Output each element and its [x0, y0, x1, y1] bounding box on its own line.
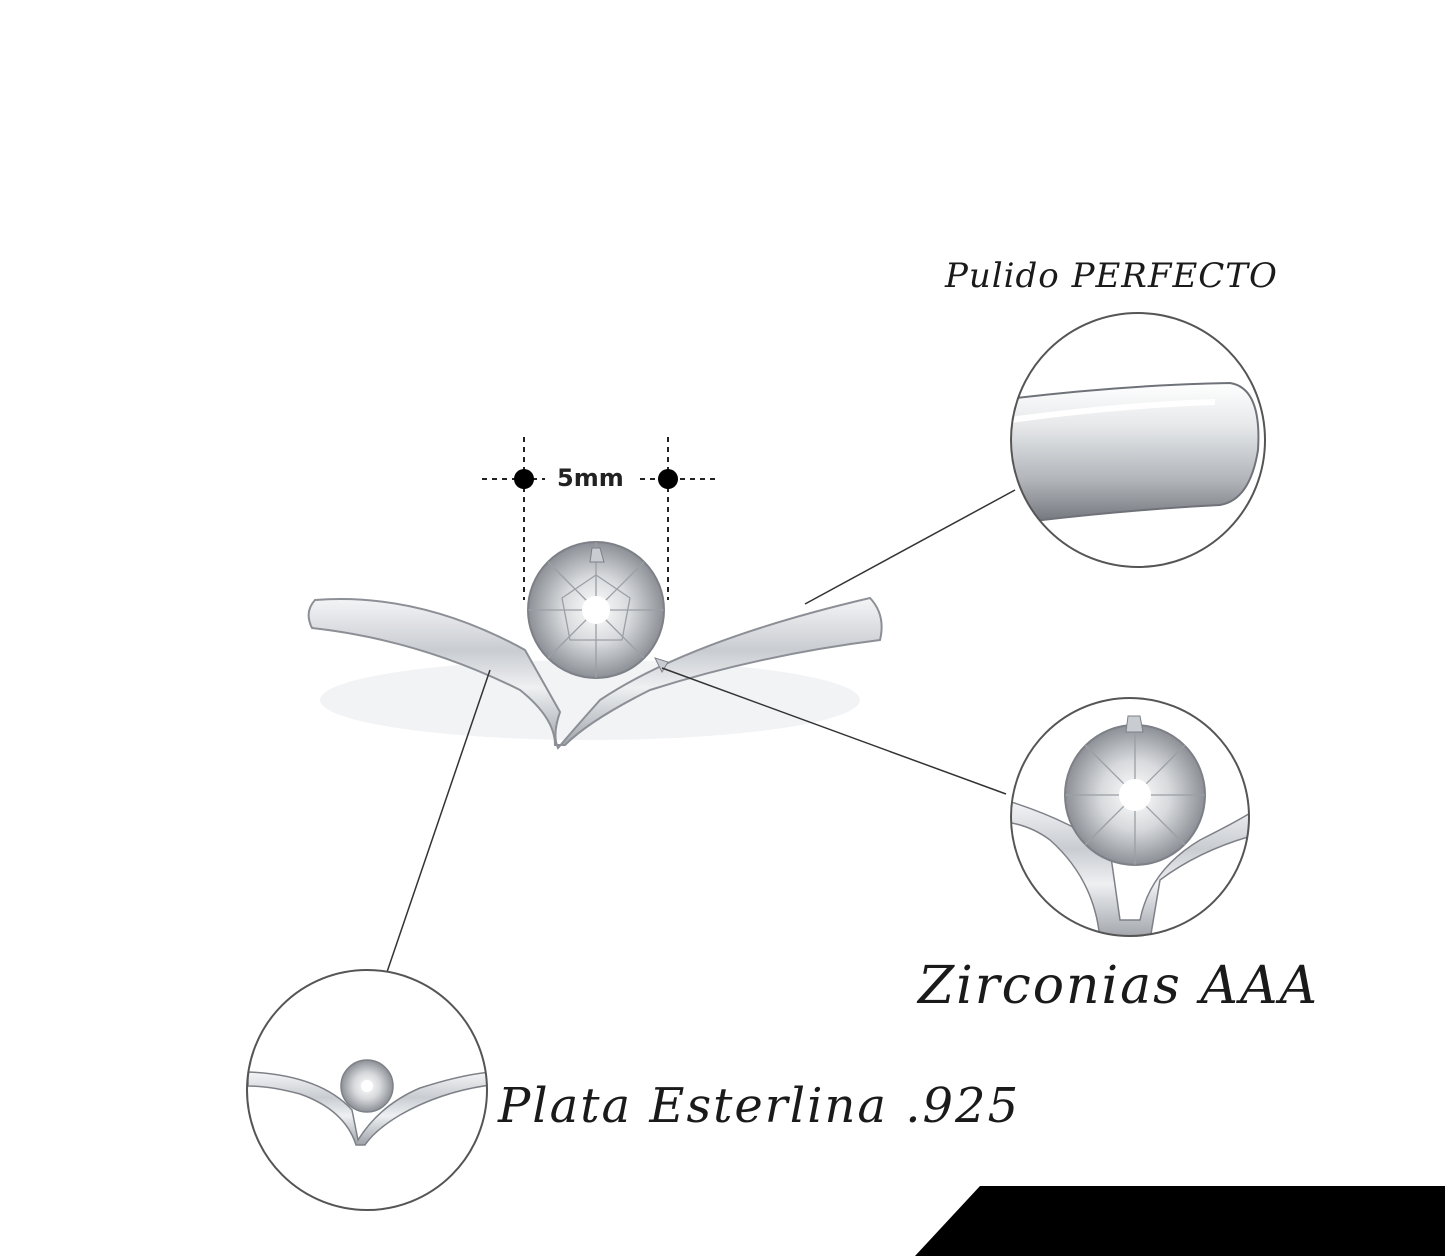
corner-band [915, 1186, 1445, 1256]
measurement-label: 5mm [557, 464, 624, 492]
zoom-circle-ring [246, 969, 488, 1211]
measurement-guide [482, 437, 716, 600]
measurement-dot-left [514, 469, 534, 489]
ring-illustration [307, 541, 883, 750]
plata-label: Plata Esterlina .925 [498, 1078, 1021, 1134]
polish-label: Pulido PERFECTO [945, 256, 1278, 296]
measurement-dot-right [658, 469, 678, 489]
zoom-circle-polish [1010, 312, 1266, 568]
zirconias-label: Zirconias AAA [918, 956, 1320, 1016]
zoom-circle-zircon [1010, 697, 1250, 937]
zircon-gem [527, 541, 665, 679]
callout-lines [386, 489, 1016, 973]
